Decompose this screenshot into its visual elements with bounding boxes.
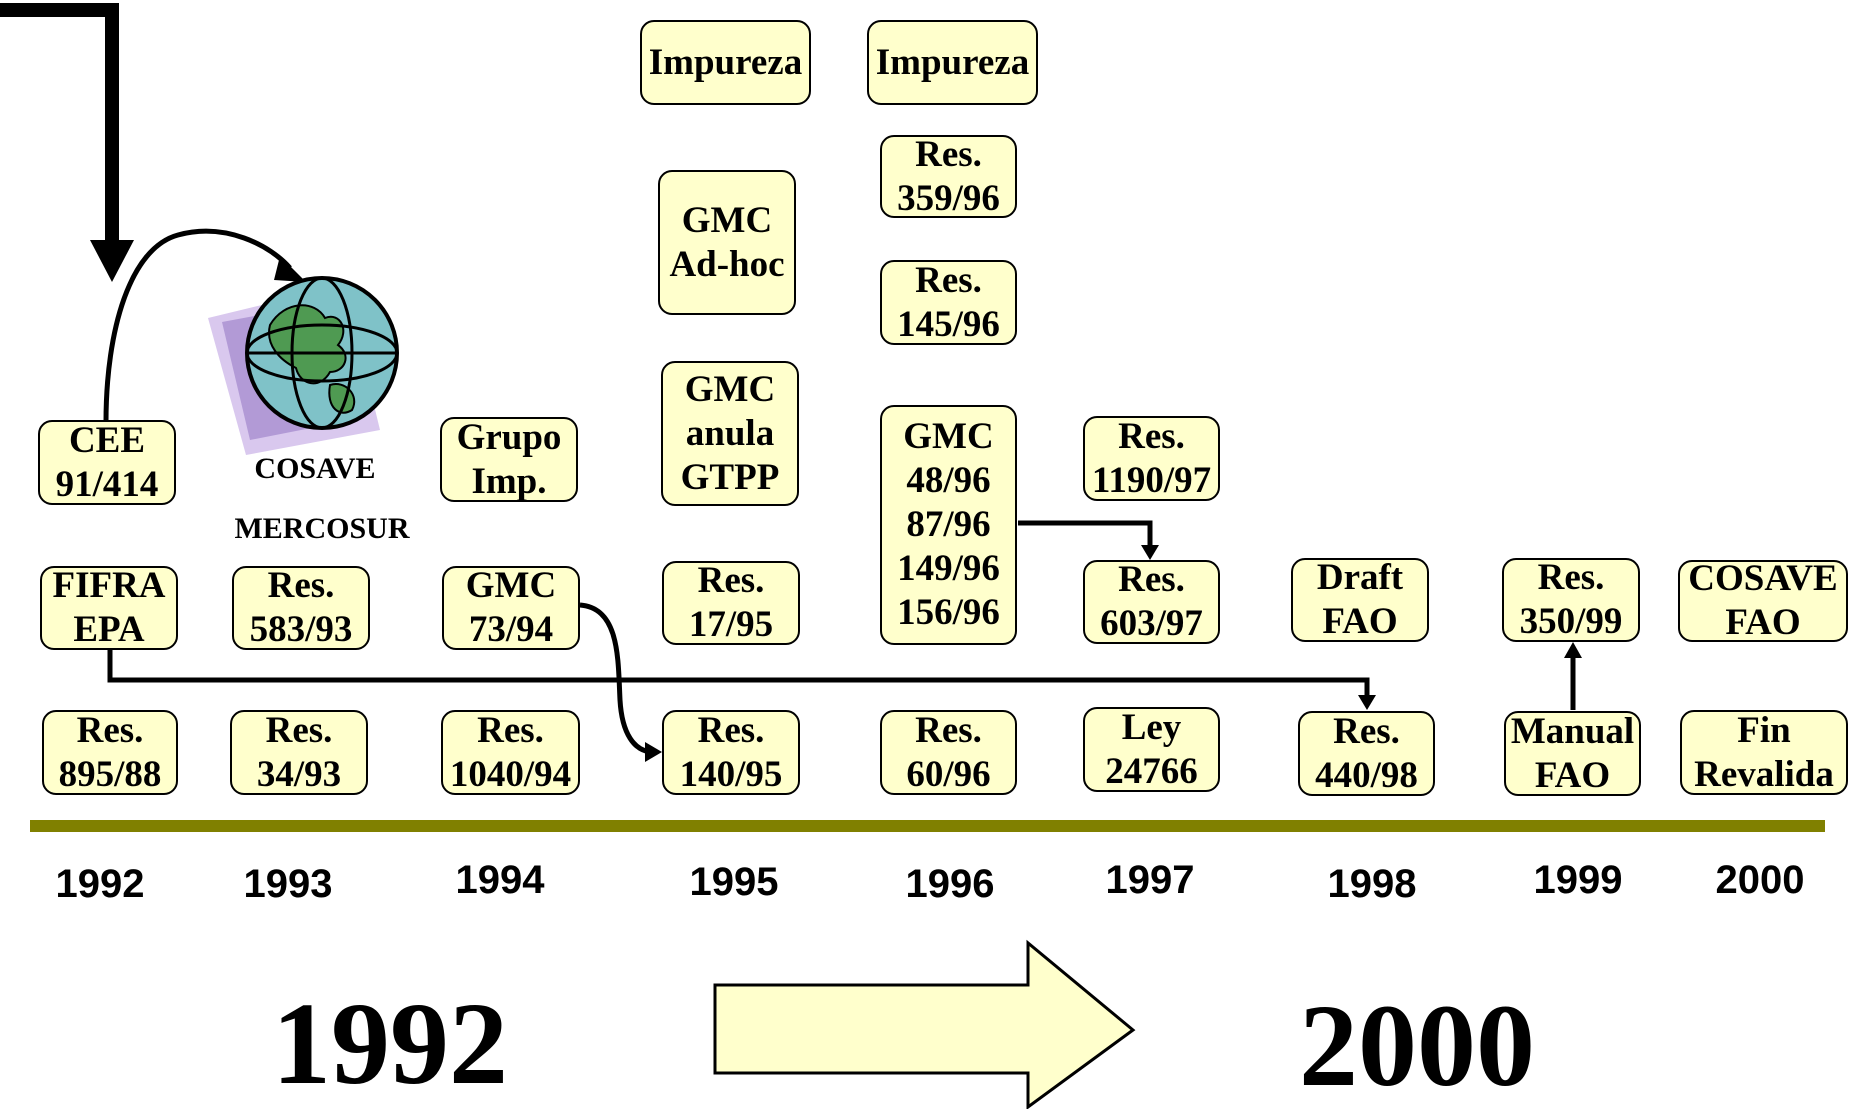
year-label-1996: 1996 bbox=[905, 862, 995, 906]
cosave-label: COSAVE bbox=[254, 452, 376, 485]
box-res-583-93: Res. 583/93 bbox=[232, 565, 370, 650]
box-res-60-96: Res. 60/96 bbox=[880, 710, 1017, 795]
box-grupo-imp: Grupo Imp. bbox=[440, 417, 578, 502]
box-res-350-99: Res. 350/99 bbox=[1502, 557, 1640, 642]
box-impureza-1996: Impureza bbox=[867, 20, 1038, 105]
box-gmc-adhoc: GMC Ad-hoc bbox=[658, 170, 796, 315]
manual-to-res350-arrow bbox=[1564, 642, 1582, 710]
box-gmc-multi-96: GMC 48/96 87/96 149/96 156/96 bbox=[880, 405, 1017, 645]
box-res-1040-94: Res. 1040/94 bbox=[441, 710, 580, 795]
box-res-1190-97: Res. 1190/97 bbox=[1083, 416, 1220, 501]
box-gmc-73-94: GMC 73/94 bbox=[442, 565, 580, 650]
year-label-1998: 1998 bbox=[1327, 862, 1417, 906]
period-end-label: 2000 bbox=[1299, 980, 1535, 1111]
box-cee-91-414: CEE 91/414 bbox=[38, 420, 176, 505]
box-draft-fao: Draft FAO bbox=[1291, 557, 1429, 642]
box-gmc-anula-gtpp: GMC anula GTPP bbox=[661, 361, 799, 506]
box-res-603-97: Res. 603/97 bbox=[1083, 559, 1220, 644]
gmc96-to-res603-arrow bbox=[1018, 520, 1159, 560]
box-res-17-95: Res. 17/95 bbox=[662, 560, 800, 645]
box-res-145-96: Res. 145/96 bbox=[880, 260, 1017, 345]
box-res-140-95: Res. 140/95 bbox=[662, 710, 800, 795]
box-ley-24766: Ley 24766 bbox=[1083, 707, 1220, 792]
period-start-label: 1992 bbox=[272, 978, 508, 1109]
box-res-34-93: Res. 34/93 bbox=[230, 710, 368, 795]
fifra-to-res440-arrow bbox=[107, 645, 1376, 710]
year-label-1992: 1992 bbox=[55, 862, 145, 906]
cee-to-globe-arrow bbox=[103, 228, 306, 423]
box-res-359-96: Res. 359/96 bbox=[880, 134, 1017, 219]
box-res-440-98: Res. 440/98 bbox=[1298, 711, 1435, 796]
mercosur-label: MERCOSUR bbox=[234, 512, 410, 545]
year-label-2000: 2000 bbox=[1715, 858, 1805, 902]
box-res-895-88: Res. 895/88 bbox=[42, 710, 178, 795]
year-label-1997: 1997 bbox=[1105, 858, 1195, 902]
period-block-arrow bbox=[713, 939, 1136, 1109]
year-label-1994: 1994 bbox=[455, 858, 545, 902]
box-fifra-epa: FIFRA EPA bbox=[40, 565, 178, 650]
year-label-1993: 1993 bbox=[243, 862, 333, 906]
box-impureza-1995: Impureza bbox=[640, 20, 811, 105]
box-manual-fao: Manual FAO bbox=[1504, 711, 1641, 796]
entry-arrow bbox=[0, 3, 134, 282]
timeline-bar bbox=[30, 820, 1825, 832]
globe-icon bbox=[208, 276, 399, 455]
year-label-1995: 1995 bbox=[689, 860, 779, 904]
box-fin-revalida: Fin Revalida bbox=[1680, 710, 1848, 795]
year-label-1999: 1999 bbox=[1533, 858, 1623, 902]
box-cosave-fao: COSAVE FAO bbox=[1678, 558, 1848, 643]
gmc73-to-res140-arrow bbox=[579, 602, 662, 762]
